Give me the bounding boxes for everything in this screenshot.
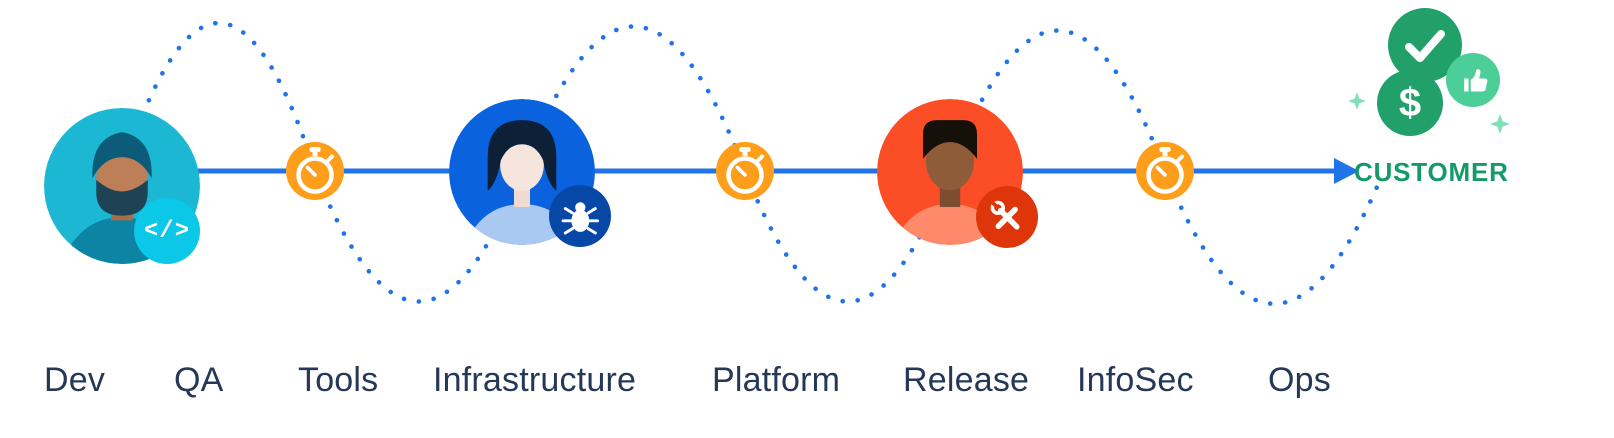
dollar-icon: $ (1398, 81, 1422, 125)
bug-icon (561, 201, 599, 235)
qa-bug-badge (549, 185, 611, 247)
role-label-dev: Dev (44, 361, 106, 399)
customer-label: CUSTOMER (1354, 157, 1509, 187)
customer-check-circle (1388, 8, 1462, 82)
release-tools-badge (976, 186, 1038, 248)
stopwatch-icon (726, 147, 764, 194)
sparkle-icon (1348, 92, 1366, 110)
thumbs-up-icon (1464, 69, 1488, 92)
role-label-tools: Tools (298, 361, 379, 399)
check-icon (1405, 30, 1445, 62)
arrowhead-icon (1334, 158, 1359, 184)
tools-icon (989, 199, 1020, 230)
role-label-infrastructure: Infrastructure (433, 361, 637, 399)
role-label-platform: Platform (712, 361, 841, 399)
sparkle-icon (1490, 114, 1510, 134)
customer-dollar-circle: $ (1377, 70, 1443, 136)
timer-node-2 (716, 142, 774, 200)
role-label-ops: Ops (1268, 361, 1331, 399)
timer-node-1 (286, 142, 344, 200)
stopwatch-icon (1146, 147, 1184, 194)
timer-node-3 (1136, 142, 1194, 200)
role-label-infosec: InfoSec (1077, 361, 1194, 399)
code-icon: </> (143, 217, 191, 245)
role-label-release: Release (903, 361, 1030, 399)
dev-code-badge: </> (134, 198, 200, 264)
role-label-qa: QA (174, 361, 224, 399)
stopwatch-icon (296, 147, 334, 194)
customer-thumbs-up-circle (1446, 53, 1500, 107)
